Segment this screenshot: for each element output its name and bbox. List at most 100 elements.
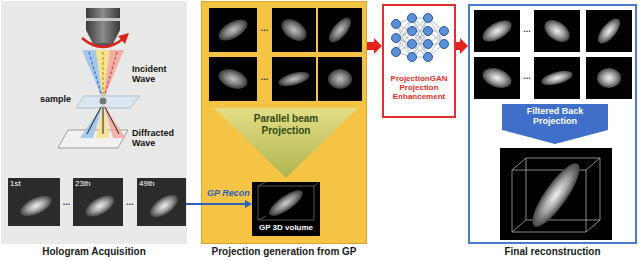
cell-shape [266, 186, 307, 220]
cell-shape [216, 65, 250, 92]
cell-shape [325, 14, 355, 46]
panel-title: Projection generation from GP [201, 246, 367, 258]
microscope [58, 8, 140, 148]
connector-arrow [367, 38, 382, 54]
projection-panel: Projection generation from GPParallel be… [201, 1, 367, 244]
ellipsis: ... [520, 71, 534, 81]
gp-projections [209, 8, 362, 101]
text-slot: Filtered Back Projection [509, 106, 601, 127]
text-slot: Projection generation from GP [201, 246, 367, 258]
cell-shape [277, 15, 310, 46]
projection-image [534, 57, 580, 99]
network-unit [408, 27, 417, 36]
node-shape [502, 104, 608, 144]
cell-shape [525, 158, 587, 233]
projection-image [318, 8, 362, 52]
volume-box: GP 3D volume [252, 182, 320, 236]
cell-shape [215, 15, 251, 45]
network-unit [392, 20, 401, 29]
connector-line [456, 42, 460, 50]
neural-network-icon [392, 14, 449, 62]
text-slot: sample [40, 94, 71, 104]
arrowhead [245, 200, 252, 208]
network-unit [408, 14, 417, 23]
projection-image [209, 57, 257, 101]
diffracted-ray [87, 107, 101, 134]
projection-image [474, 10, 520, 52]
connector-arrow [456, 38, 468, 54]
text-slot: ... [60, 197, 73, 207]
cell-shape [597, 68, 621, 88]
hologram-image [73, 178, 123, 226]
ellipsis: ... [257, 23, 272, 33]
incident-beam [103, 50, 124, 100]
fbp-arrow: Filtered Back Projection [502, 104, 608, 144]
sample-plane [76, 96, 140, 108]
connector-arrow [186, 200, 252, 208]
step-label: Parallel beam Projection [236, 113, 336, 136]
step-label: Filtered Back Projection [509, 106, 601, 127]
enhanced-projections [474, 10, 632, 99]
edge-label: GP Recon [205, 188, 252, 198]
ellipsis: ... [60, 197, 73, 207]
beam-ray [89, 52, 101, 94]
frame-number: 49th [139, 179, 155, 188]
network-unit [440, 40, 449, 49]
network-unit [392, 34, 401, 43]
sample-dot [100, 98, 107, 105]
volume-wireframe [512, 158, 600, 232]
projection-image [534, 10, 580, 52]
text-slot: ... [123, 197, 137, 207]
text-slot: Diffracted Wave [132, 128, 184, 149]
cell-shape [17, 192, 55, 221]
text-slot: Final reconstruction [468, 246, 637, 258]
panel-title: Final reconstruction [468, 246, 637, 258]
text-slot: 49th [139, 179, 155, 188]
projection-image [272, 8, 316, 52]
projection-image [474, 57, 520, 99]
incident-beam [82, 50, 103, 100]
projection-triangle: Parallel beam Projection [214, 108, 358, 178]
network-unit [424, 27, 433, 36]
text-slot: GP Recon [205, 188, 252, 198]
projection-image [209, 8, 257, 52]
network-unit [408, 53, 417, 62]
text-slot: GP 3D volume [252, 223, 320, 232]
hologram-stack: 1st 23th 49th [8, 178, 186, 226]
cell-shape [82, 191, 118, 221]
gp-volume-picture [258, 182, 318, 220]
text-slot: Incident Wave [132, 64, 180, 85]
cell-shape [540, 68, 574, 88]
detector-plane [58, 130, 128, 148]
cell-shape [540, 16, 573, 47]
cell-shape [479, 16, 515, 46]
text-slot: Hologram Acquisition [1, 246, 187, 258]
frame-number: 23th [75, 179, 91, 188]
box-label: ProjectionGAN Projection Enhancement [384, 74, 454, 102]
part-label: Incident Wave [132, 64, 180, 85]
part-label: sample [40, 94, 71, 104]
text-slot: 1st [10, 179, 21, 188]
cell-shape [328, 69, 352, 89]
objective-lens [86, 8, 120, 44]
beam-ray [102, 52, 103, 94]
projection-image [272, 57, 316, 101]
cell-shape [594, 15, 624, 47]
panel-title: Hologram Acquisition [1, 246, 187, 258]
text-slot: ... [257, 72, 272, 82]
text-slot: Parallel beam Projection [236, 113, 336, 136]
cell-shape [480, 64, 514, 91]
arrowhead [460, 38, 468, 54]
reconstruction-volume [500, 148, 612, 240]
text-slot: ... [257, 23, 272, 33]
cell-shape [146, 190, 181, 221]
diffracted-ray [105, 107, 119, 134]
reconstruction-picture [500, 148, 612, 240]
frame-number: 1st [10, 179, 21, 188]
hologram-image [137, 178, 186, 226]
volume-wireframe [258, 186, 314, 220]
network-unit [440, 27, 449, 36]
network-box: ProjectionGAN Projection Enhancement [382, 4, 456, 118]
